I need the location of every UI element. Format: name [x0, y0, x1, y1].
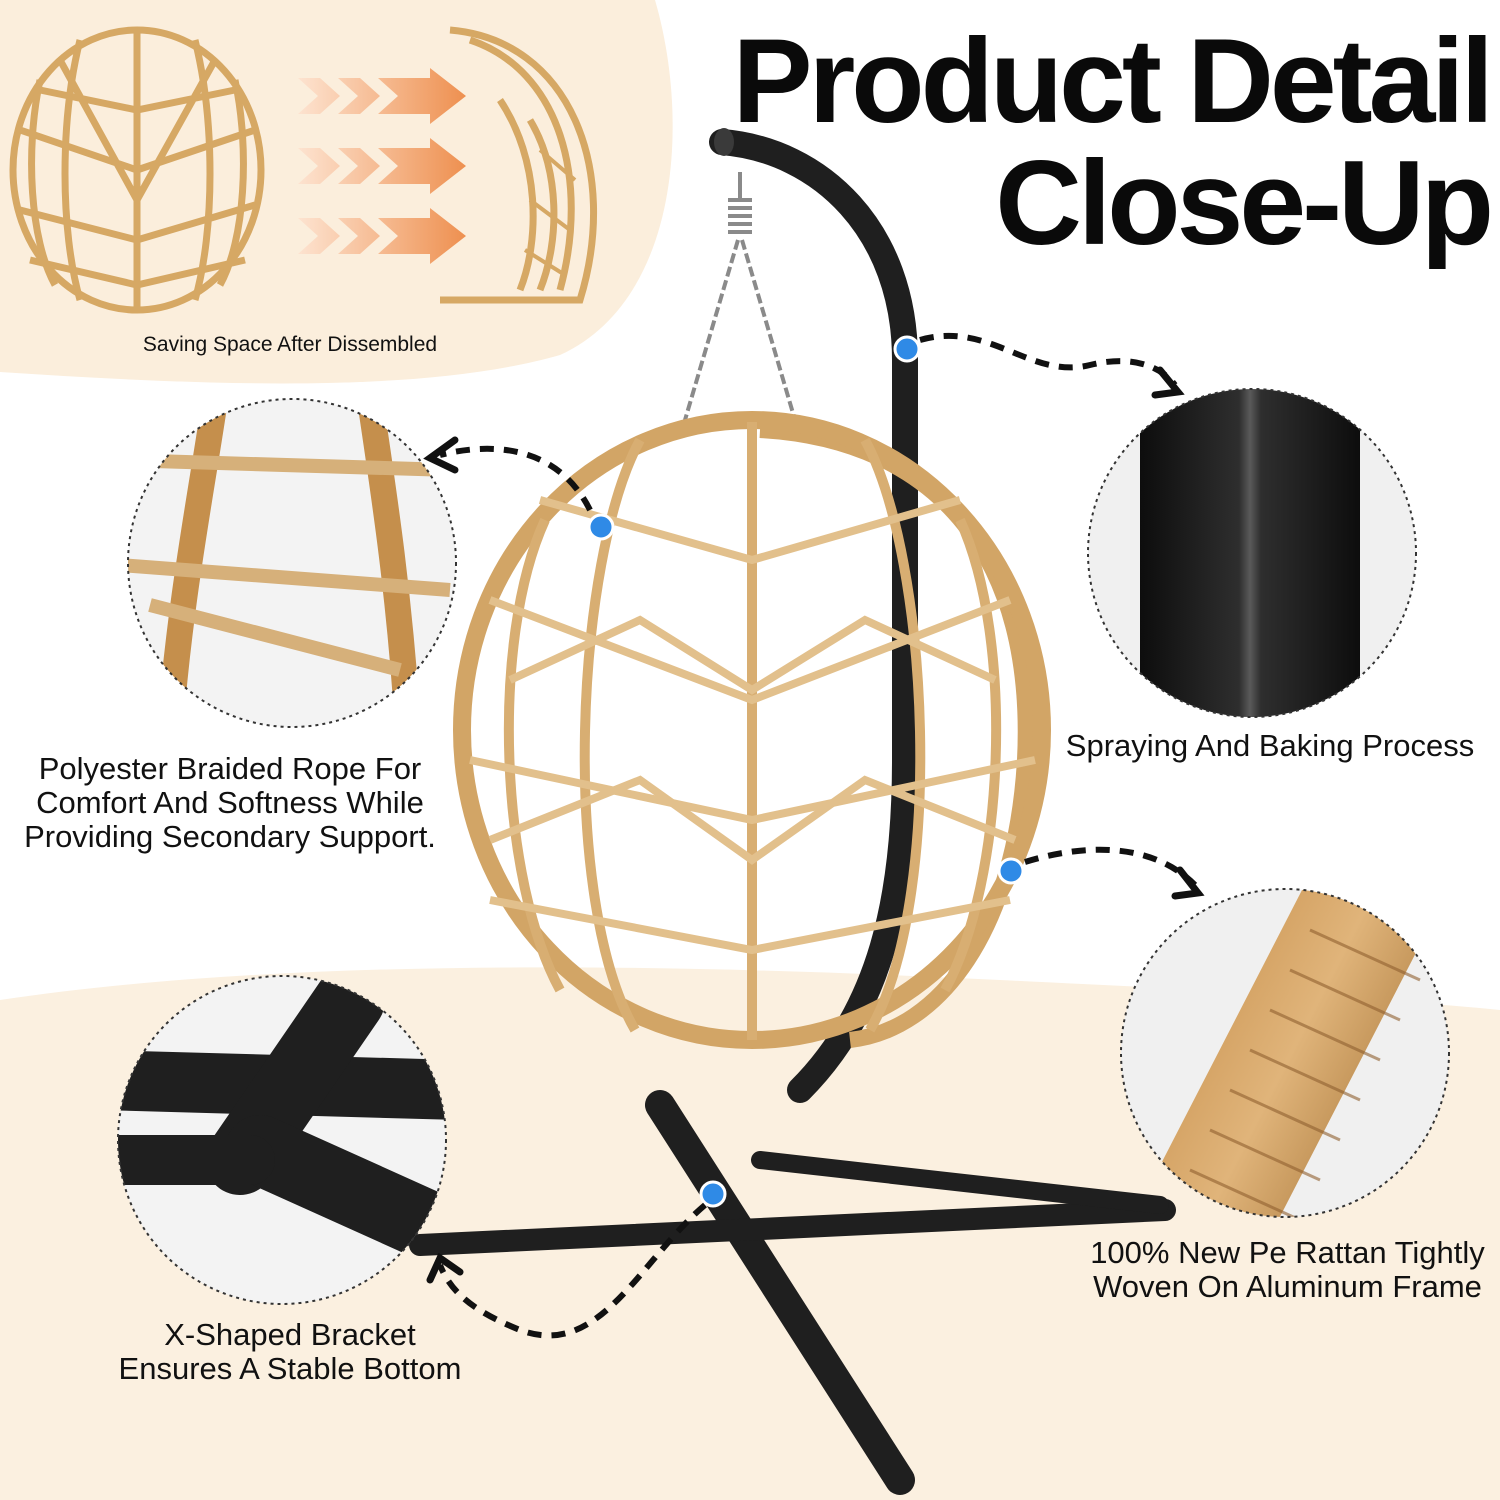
spring-chain [683, 172, 797, 421]
closeup-rope [127, 398, 457, 728]
dot-marker-icon [893, 335, 921, 363]
caption-rattan-line: Woven On Aluminum Frame [1093, 1269, 1482, 1304]
caption-rope-line: Polyester Braided Rope For [38, 751, 422, 786]
closeup-pole [1087, 388, 1417, 718]
caption-rope-line: Comfort And Softness While [36, 785, 424, 820]
caption-rope-line: Providing Secondary Support. [24, 819, 436, 854]
stand-pole [709, 129, 918, 1103]
caption-spraying: Spraying And Baking Process [1065, 728, 1475, 763]
arrowheads [423, 366, 1205, 1284]
x-base-stand [409, 1090, 1176, 1495]
egg-folded-icon [440, 26, 597, 304]
dot-marker-icon [699, 1180, 727, 1208]
closeup-rattan [1120, 888, 1450, 1218]
caption-rope: Polyester Braided Rope For Comfort And S… [10, 752, 450, 854]
dot-marker-icon [997, 857, 1025, 885]
caption-rattan-line: 100% New Pe Rattan Tightly [1090, 1235, 1485, 1270]
page-title-line-2: Close-Up [995, 136, 1494, 270]
caption-space-saving: Saving Space After Dissembled [142, 333, 438, 356]
pole-cap [714, 128, 734, 156]
caption-bracket-line: Ensures A Stable Bottom [118, 1351, 462, 1386]
egg-chair [453, 411, 1051, 1049]
caption-rattan: 100% New Pe Rattan Tightly Woven On Alum… [1075, 1236, 1500, 1304]
caption-bracket: X-Shaped Bracket Ensures A Stable Bottom [100, 1318, 480, 1386]
dashed-arrow-icon [437, 332, 1198, 1339]
fold-arrows-icon [298, 68, 466, 264]
dot-marker-icon [587, 513, 615, 541]
beige-top-panel [0, 0, 673, 384]
hotspot-markers [587, 335, 1025, 1208]
page-title-line-1: Product Detail [732, 14, 1494, 148]
caption-bracket-line: X-Shaped Bracket [164, 1317, 416, 1352]
egg-assembled-icon [9, 26, 265, 314]
